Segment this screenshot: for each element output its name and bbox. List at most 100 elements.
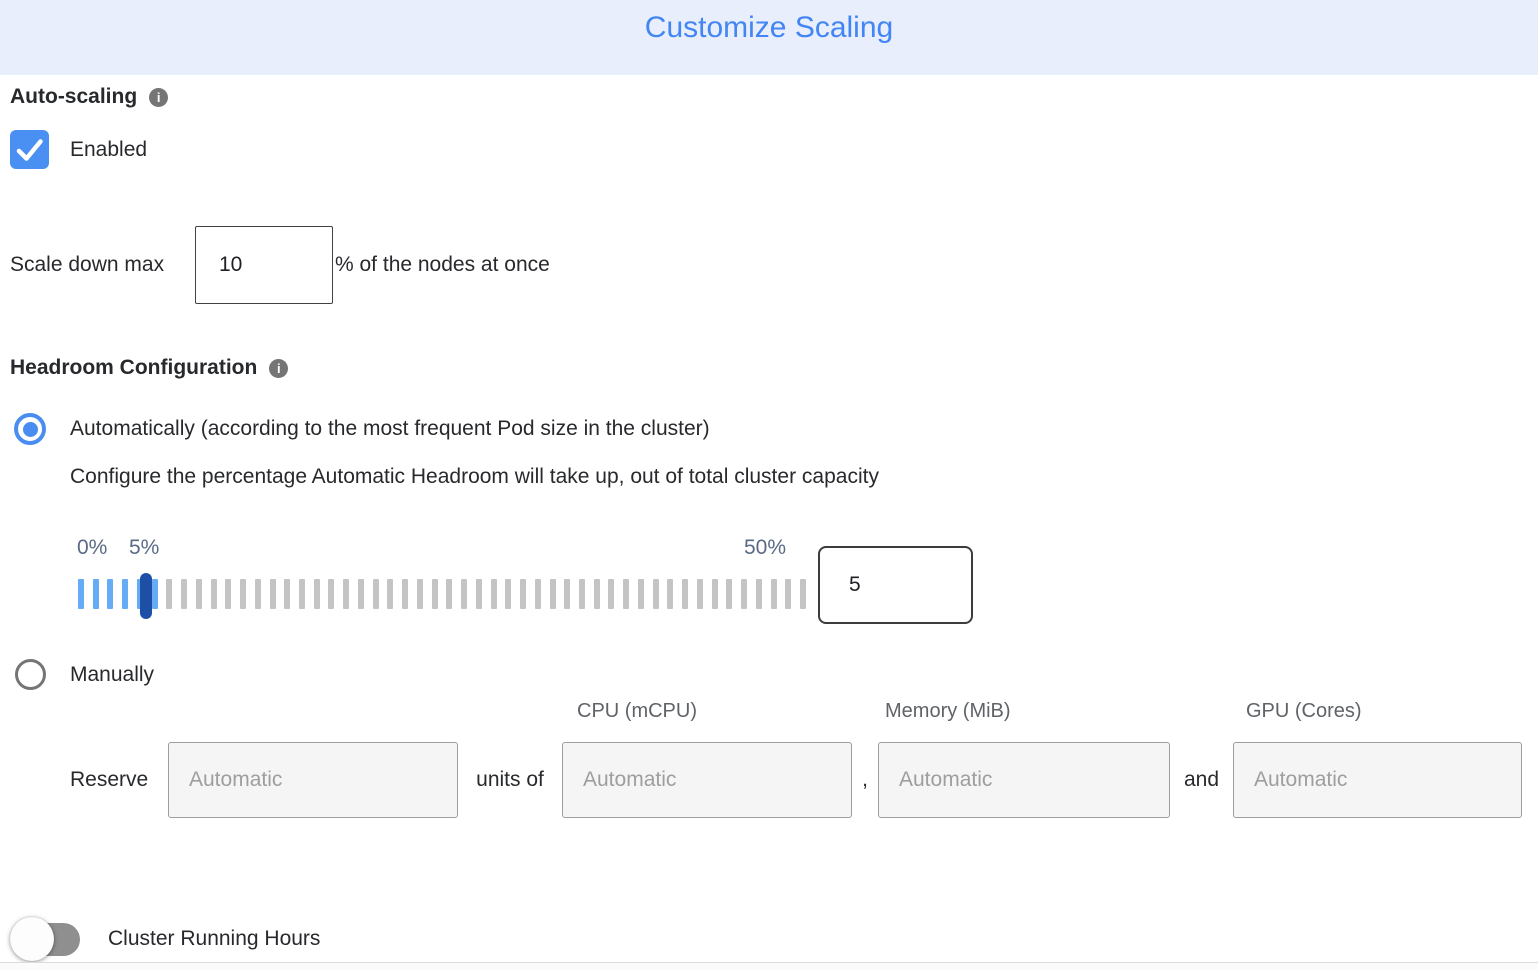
slider-tick — [623, 579, 630, 609]
slider-tick — [593, 579, 600, 609]
slider-tick — [254, 579, 261, 609]
auto-scaling-label: Auto-scaling — [10, 85, 138, 108]
slider-tick — [682, 579, 689, 609]
enabled-checkbox-label: Enabled — [70, 137, 148, 161]
slider-tick — [461, 579, 468, 609]
reserve-row: Reserve units of , and — [0, 742, 1538, 818]
info-icon[interactable]: i — [269, 358, 289, 378]
slider-tick — [122, 579, 129, 609]
reserve-memory-input[interactable] — [878, 742, 1170, 818]
slider-tick — [799, 579, 806, 609]
reserve-cpu-input[interactable] — [562, 742, 852, 818]
slider-tick — [151, 579, 158, 609]
slider-tick — [534, 579, 541, 609]
slider-tick — [136, 579, 143, 609]
slider-tick — [711, 579, 718, 609]
headroom-automatic-option-row: Automatically (according to the most fre… — [0, 413, 1538, 445]
slider-tick — [92, 579, 99, 609]
reserve-label: Reserve — [70, 768, 149, 791]
reserve-units-input[interactable] — [168, 742, 458, 818]
headroom-percentage-input[interactable] — [818, 546, 973, 624]
scale-down-label: Scale down max — [10, 253, 165, 276]
checkmark-icon — [16, 139, 43, 161]
manually-radio-unselected[interactable] — [15, 659, 46, 690]
slider-current-value-label: 5% — [129, 536, 160, 559]
slider-tick — [696, 579, 703, 609]
dialog-header: Customize Scaling — [0, 0, 1538, 75]
headroom-configuration-label: Headroom Configuration — [10, 356, 258, 379]
automatic-radio-selected[interactable] — [14, 413, 46, 445]
headroom-percentage-slider: 0% 5% 50% — [0, 536, 1538, 624]
and-separator: and — [1183, 768, 1220, 791]
manually-radio-label: Manually — [70, 662, 155, 686]
slider-tick — [431, 579, 438, 609]
slider-tick — [166, 579, 173, 609]
slider-handle[interactable] — [140, 573, 152, 619]
slider-tick — [770, 579, 777, 609]
headroom-manual-option-row: Manually — [0, 659, 1538, 690]
scale-down-row: Scale down max % of the nodes at once — [0, 226, 1538, 304]
headroom-section-header: Headroom Configuration i — [0, 356, 1538, 380]
slider-tick — [269, 579, 276, 609]
slider-tick — [372, 579, 379, 609]
slider-tick — [578, 579, 585, 609]
cluster-running-hours-row: Cluster Running Hours — [0, 917, 1538, 961]
slider-tick — [328, 579, 335, 609]
slider-tick — [652, 579, 659, 609]
slider-tick — [505, 579, 512, 609]
slider-tick — [343, 579, 350, 609]
page-title: Customize Scaling — [644, 11, 894, 44]
auto-scaling-section-header: Auto-scaling i — [0, 85, 1538, 109]
slider-tick — [299, 579, 306, 609]
radio-dot — [22, 421, 38, 437]
toggle-knob — [10, 917, 54, 961]
reserve-column-headers: CPU (mCPU) Memory (MiB) GPU (Cores) — [0, 700, 1538, 722]
auto-scaling-enabled-row: Enabled — [0, 130, 1538, 169]
cluster-running-hours-label: Cluster Running Hours — [108, 927, 321, 950]
slider-tick — [181, 579, 188, 609]
slider-tick — [520, 579, 527, 609]
slider-tick — [549, 579, 556, 609]
slider-tick — [240, 579, 247, 609]
slider-tick — [416, 579, 423, 609]
slider-tick — [741, 579, 748, 609]
reserve-gpu-input[interactable] — [1233, 742, 1522, 818]
slider-tick — [210, 579, 217, 609]
slider-tick — [387, 579, 394, 609]
footer-divider — [0, 962, 1538, 963]
slider-min-label: 0% — [77, 536, 108, 559]
slider-tick — [402, 579, 409, 609]
slider-tick — [225, 579, 232, 609]
slider-tick — [608, 579, 615, 609]
info-icon[interactable]: i — [149, 87, 169, 107]
scale-down-suffix: % of the nodes at once — [335, 253, 550, 276]
slider-tick — [637, 579, 644, 609]
enabled-checkbox[interactable] — [10, 130, 49, 169]
automatic-radio-label: Automatically (according to the most fre… — [70, 417, 710, 440]
slider-tick — [667, 579, 674, 609]
memory-column-header: Memory (MiB) — [885, 700, 1011, 722]
slider-tick — [755, 579, 762, 609]
slider-tick — [564, 579, 571, 609]
slider-tick — [490, 579, 497, 609]
units-of-label: units of — [476, 768, 544, 791]
slider-tick — [195, 579, 202, 609]
comma-separator: , — [862, 768, 868, 791]
slider-tick — [78, 579, 84, 609]
slider-tick — [726, 579, 733, 609]
slider-tick — [313, 579, 320, 609]
slider-tick — [357, 579, 364, 609]
gpu-column-header: GPU (Cores) — [1246, 700, 1362, 722]
slider-tick — [284, 579, 291, 609]
slider-max-label: 50% — [744, 536, 787, 559]
automatic-headroom-description: Configure the percentage Automatic Headr… — [70, 465, 879, 488]
scale-down-max-input[interactable] — [195, 226, 333, 304]
slider-tick — [785, 579, 792, 609]
footer-strip — [0, 963, 1538, 970]
slider-tick — [446, 579, 453, 609]
cpu-column-header: CPU (mCPU) — [577, 700, 697, 722]
slider-tick-track[interactable] — [78, 579, 806, 609]
cluster-running-hours-toggle[interactable] — [10, 917, 80, 961]
slider-tick — [107, 579, 114, 609]
slider-tick — [475, 579, 482, 609]
